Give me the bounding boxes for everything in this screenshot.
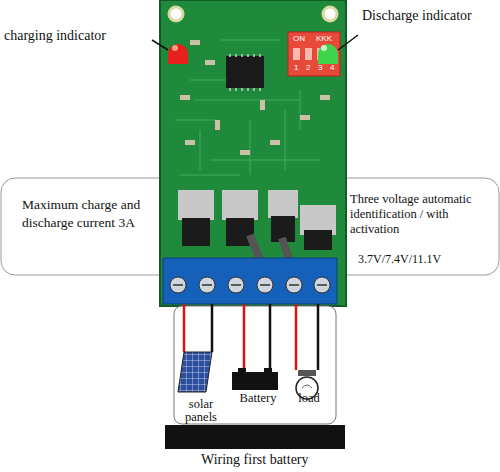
dip-switch-text: KKK xyxy=(316,34,332,43)
red-led xyxy=(168,44,188,64)
green-led xyxy=(318,44,338,64)
ic-chip xyxy=(226,56,264,88)
mosfet xyxy=(178,190,336,250)
battery-icon xyxy=(232,368,278,390)
solar-panel-icon xyxy=(178,352,212,392)
dip-switch-number: 1 xyxy=(294,63,298,72)
indicator-label: charging indicator xyxy=(4,28,106,44)
dip-switch-number: 3 xyxy=(318,63,322,72)
dip-switch xyxy=(288,32,340,76)
terminal-screw xyxy=(170,277,330,293)
terminal-label: Battery xyxy=(230,392,286,406)
dip-switch-number: 2 xyxy=(306,63,310,72)
callout-text: Three voltage automatic identification /… xyxy=(350,192,496,237)
mount-hole xyxy=(323,7,337,21)
leader-line xyxy=(338,35,358,50)
mount-hole xyxy=(169,7,183,21)
black-bar xyxy=(165,425,345,449)
dip-switch-number: 4 xyxy=(330,63,334,72)
wiring-box xyxy=(174,306,336,424)
callout-text: 3.7V/7.4V/11.1V xyxy=(358,252,494,266)
dip-switch-text: ON xyxy=(293,34,305,43)
terminal-block xyxy=(163,258,337,304)
callout-text: Maximum charge and discharge current 3A xyxy=(22,196,164,231)
callout-box: Three voltage automatic identification /… xyxy=(348,192,498,271)
leader-line xyxy=(152,40,168,50)
indicator-label: Discharge indicator xyxy=(362,8,482,24)
footer-label: Wiring first battery xyxy=(201,452,309,468)
terminal-label: load xyxy=(286,392,332,406)
terminal-label: solar panels xyxy=(176,398,226,423)
wiring-box: solar panels Batteryload xyxy=(174,306,336,424)
pcb-board xyxy=(160,0,346,306)
callout-box: Maximum charge and discharge current 3A xyxy=(18,196,168,236)
